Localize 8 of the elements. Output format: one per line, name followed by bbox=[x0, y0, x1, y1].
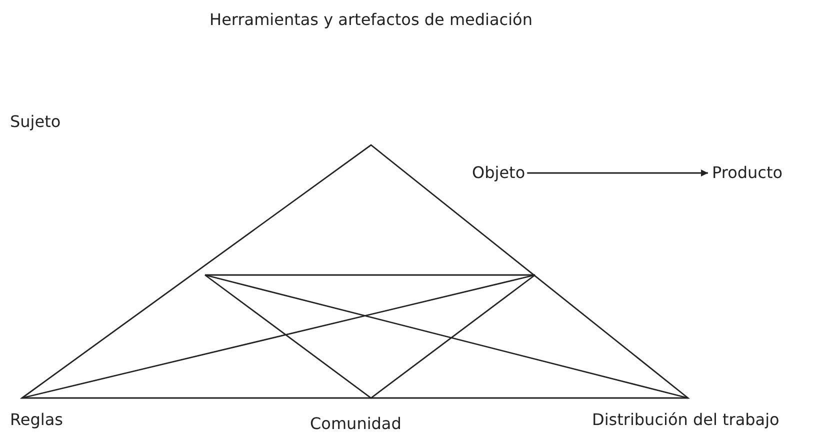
axis-label: Sujeto bbox=[10, 112, 61, 132]
axis-label: Distribución del trabajo bbox=[592, 410, 780, 430]
node-label: Objeto bbox=[472, 163, 526, 183]
heading-text: Herramientas y artefactos de mediación bbox=[208, 9, 534, 31]
arrow bbox=[527, 170, 708, 176]
node-label: Producto bbox=[712, 163, 783, 183]
axis-label: Comunidad bbox=[310, 414, 402, 434]
axis-label: Reglas bbox=[10, 410, 63, 430]
